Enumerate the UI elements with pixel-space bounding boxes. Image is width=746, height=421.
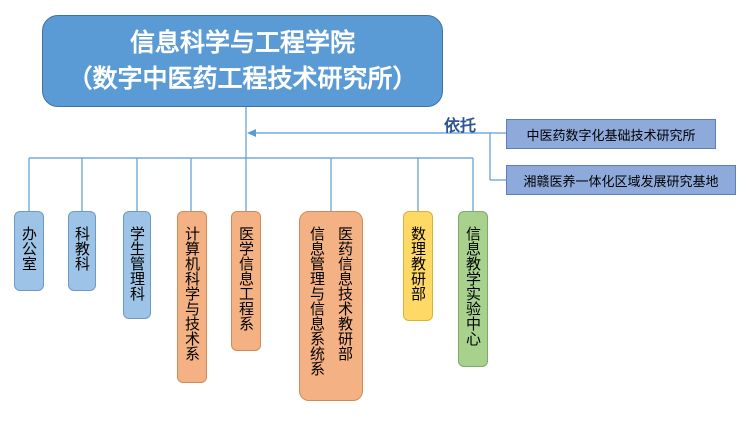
external-unit-2-label: 湘赣医养一体化区域发展研究基地 [523, 174, 719, 190]
external-unit-1-label: 中医药数字化基础技术研究所 [526, 128, 696, 144]
dept-research-education: 科教科 [68, 211, 96, 291]
dept-computer-science-label: 计算机科学与技术系 [183, 226, 201, 361]
dept-math-physics: 数理教研部 [403, 211, 433, 321]
dept-computer-science: 计算机科学与技术系 [177, 211, 207, 383]
dept-medical-info-engineering-label: 医学信息工程系 [237, 226, 255, 331]
dept-student-management-label: 学生管理科 [128, 226, 146, 301]
dept-info-teaching-lab: 信息教学实验中心 [458, 211, 488, 367]
external-unit-1: 中医药数字化基础技术研究所 [506, 119, 716, 149]
relation-label: 依托 [444, 116, 477, 135]
dept-medical-info-tech-label: 医药信息技术教研部 [336, 226, 354, 361]
dept-info-teaching-lab-label: 信息教学实验中心 [464, 226, 482, 346]
dept-math-physics-label: 数理教研部 [409, 226, 427, 301]
dept-info-management-label: 信息管理与信息系统系 [308, 226, 326, 376]
external-unit-2: 湘赣医养一体化区域发展研究基地 [506, 165, 736, 195]
root-title-line1: 信息科学与工程学院 [129, 28, 355, 57]
dept-office-label: 办公室 [20, 226, 38, 271]
dept-student-management: 学生管理科 [123, 211, 151, 319]
dept-medical-info-tech-and-ims: 医药信息技术教研部 信息管理与信息系统系 [299, 211, 363, 401]
root-title-line2: （数字中医药工程技术研究所） [67, 64, 418, 93]
dept-office: 办公室 [14, 211, 44, 291]
dept-research-education-label: 科教科 [73, 226, 91, 271]
root-node-college: 信息科学与工程学院 （数字中医药工程技术研究所） [42, 15, 443, 107]
dept-medical-info-engineering: 医学信息工程系 [231, 211, 261, 351]
